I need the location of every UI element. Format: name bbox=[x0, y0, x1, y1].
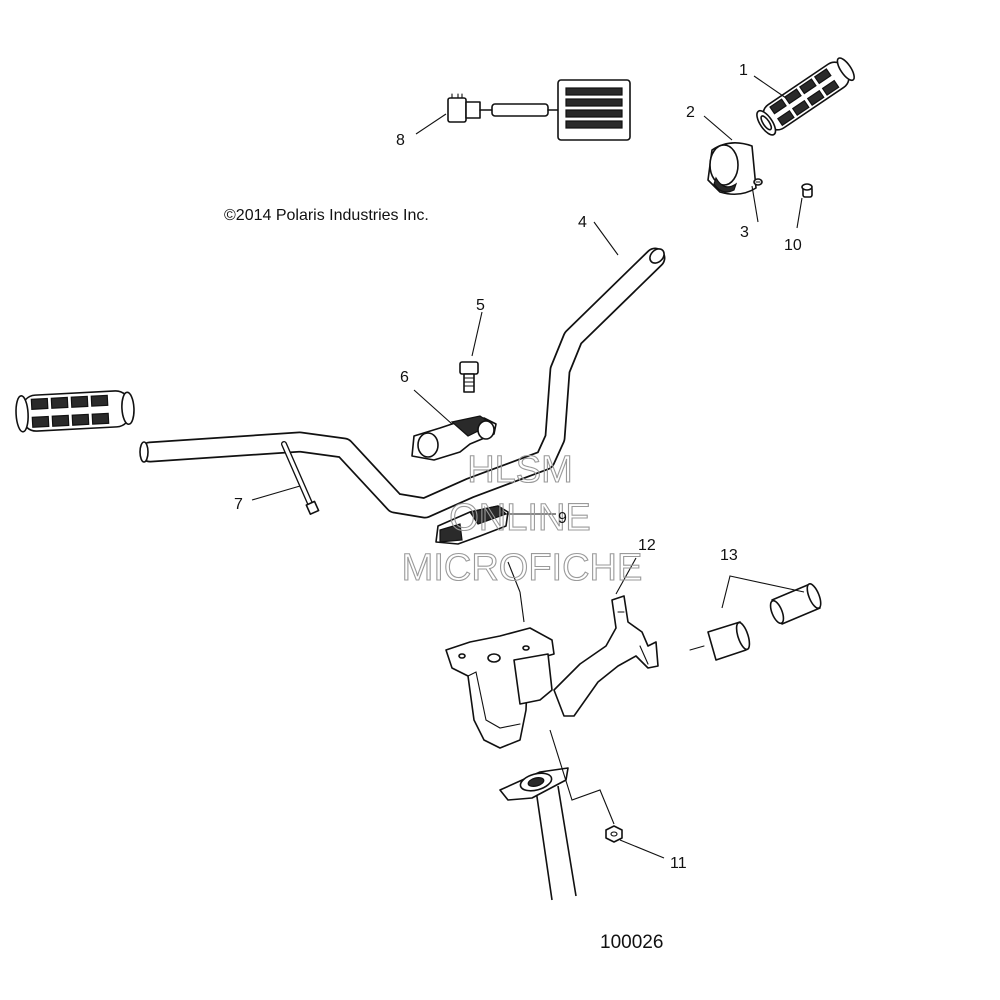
lower-clamp-part[interactable] bbox=[435, 505, 509, 545]
heater-harness-part[interactable] bbox=[447, 79, 631, 141]
throttle-screw-part[interactable] bbox=[753, 178, 763, 186]
bar-end-cap-left-part[interactable] bbox=[689, 621, 752, 661]
copyright-notice: ©2014 Polaris Industries Inc. bbox=[224, 207, 429, 224]
handlebar-part[interactable] bbox=[139, 246, 667, 519]
callout-13: 13 bbox=[720, 547, 738, 564]
callout-12: 12 bbox=[638, 537, 656, 554]
clamp-bolt-part[interactable] bbox=[459, 361, 479, 393]
throttle-housing-part[interactable] bbox=[707, 142, 757, 196]
throttle-cap-part[interactable] bbox=[801, 183, 813, 198]
cable-tie-part[interactable] bbox=[281, 441, 320, 515]
callout-6: 6 bbox=[400, 369, 409, 386]
callout-7: 7 bbox=[234, 496, 243, 513]
left-grip-part[interactable] bbox=[15, 390, 135, 433]
mounting-bracket-part[interactable] bbox=[445, 595, 659, 749]
callout-10: 10 bbox=[784, 237, 802, 254]
callout-4: 4 bbox=[578, 214, 587, 231]
watermark-line-2: ONLINE bbox=[449, 497, 590, 539]
bar-end-cap-right-part[interactable] bbox=[768, 582, 824, 625]
watermark: HLSM ONLINE MICROFICHE bbox=[401, 448, 643, 589]
callout-1: 1 bbox=[739, 62, 748, 79]
flange-nut-part[interactable] bbox=[605, 825, 623, 843]
right-grip-part[interactable] bbox=[753, 55, 857, 138]
watermark-line-3: MICROFICHE bbox=[402, 547, 643, 589]
callout-9: 9 bbox=[558, 510, 567, 527]
steering-post-part[interactable] bbox=[499, 767, 577, 901]
callout-2: 2 bbox=[686, 104, 695, 121]
callouts: 1 2 3 4 5 6 7 8 9 10 11 12 13 bbox=[234, 62, 802, 872]
diagram-id: 100026 bbox=[600, 932, 663, 953]
leader-lines bbox=[251, 75, 805, 859]
watermark-line-1: HLSM bbox=[467, 449, 573, 491]
callout-3: 3 bbox=[740, 224, 749, 241]
callout-5: 5 bbox=[476, 297, 485, 314]
callout-8: 8 bbox=[396, 132, 405, 149]
callout-11: 11 bbox=[670, 855, 687, 872]
